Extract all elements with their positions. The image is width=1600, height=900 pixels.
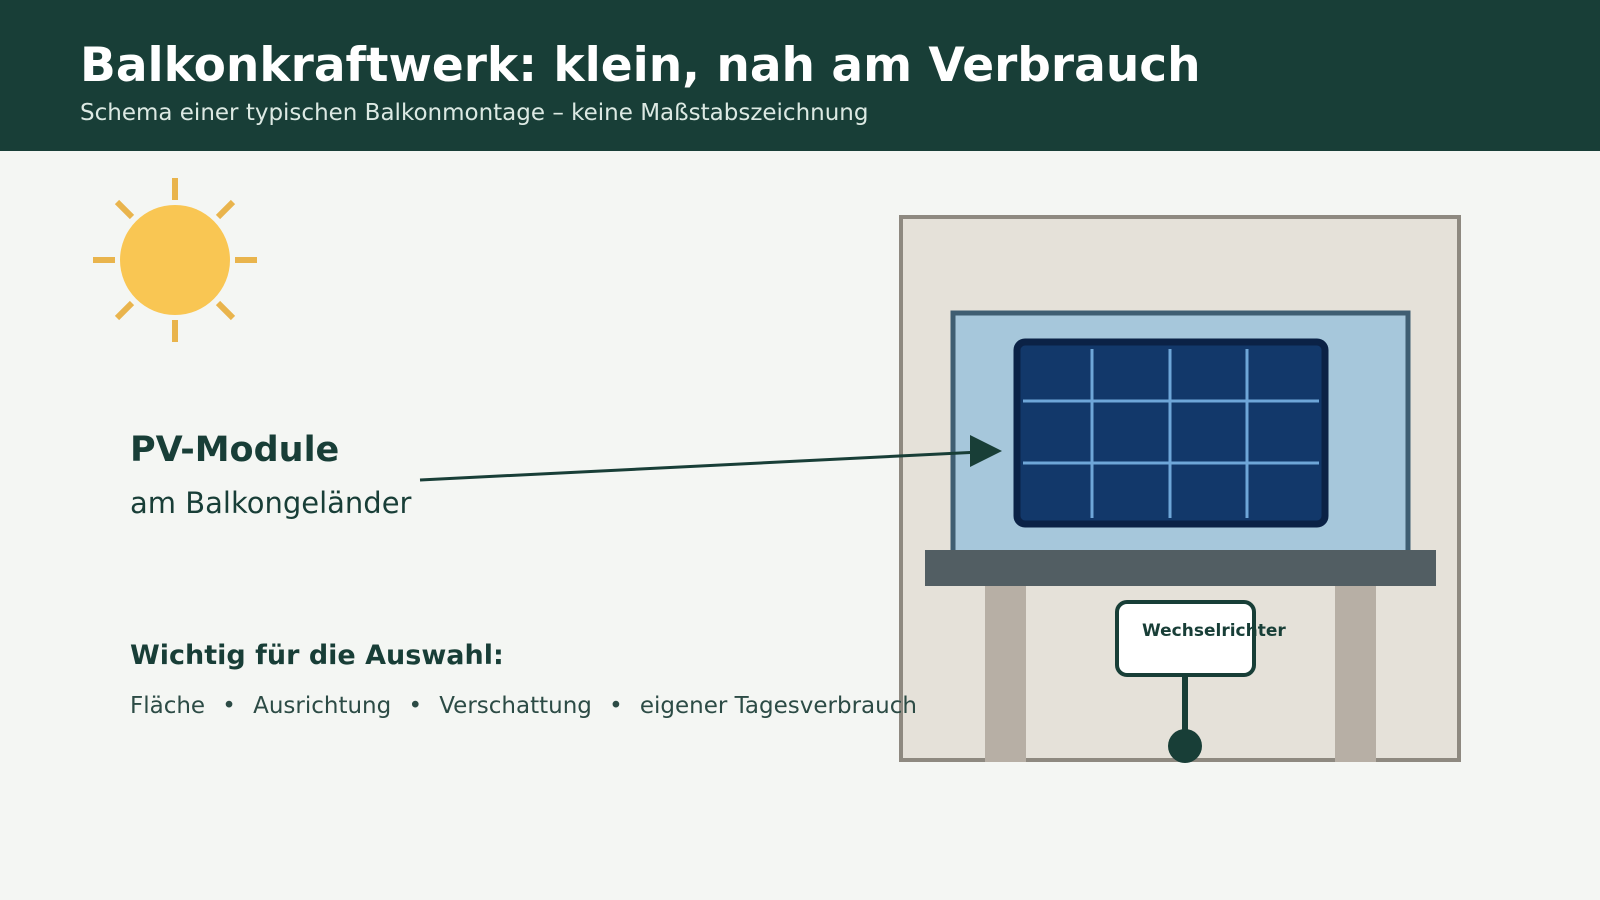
plug-icon [1168,675,1202,763]
balcony-railing [925,550,1436,586]
sun-icon [93,178,257,342]
criteria-item: eigener Tagesverbrauch [639,693,917,719]
callout-subtitle: am Balkongeländer [130,486,412,520]
callout-arrow [419,435,1002,482]
solar-panel-icon [1013,338,1329,528]
selection-criteria-heading: Wichtig für die Auswahl: [130,640,504,671]
balcony-icon [925,550,1436,762]
bullet-separator: • [609,693,623,719]
header-bar: Balkonkraftwerk: klein, nah am Verbrauch… [0,0,1600,151]
callout-title: PV-Module [130,430,340,470]
bullet-separator: • [222,693,236,719]
bullet-separator: • [408,693,423,719]
criteria-item: Verschattung [439,693,592,719]
page-title: Balkonkraftwerk: klein, nah am Verbrauch [80,38,1201,93]
criteria-item: Fläche [130,693,206,719]
inverter-label: Wechselrichter [1142,621,1286,641]
criteria-item: Ausrichtung [253,693,392,719]
selection-criteria-list: Fläche • Ausrichtung • Verschattung • ei… [130,689,917,723]
page-subtitle: Schema einer typischen Balkonmontage – k… [80,100,869,126]
